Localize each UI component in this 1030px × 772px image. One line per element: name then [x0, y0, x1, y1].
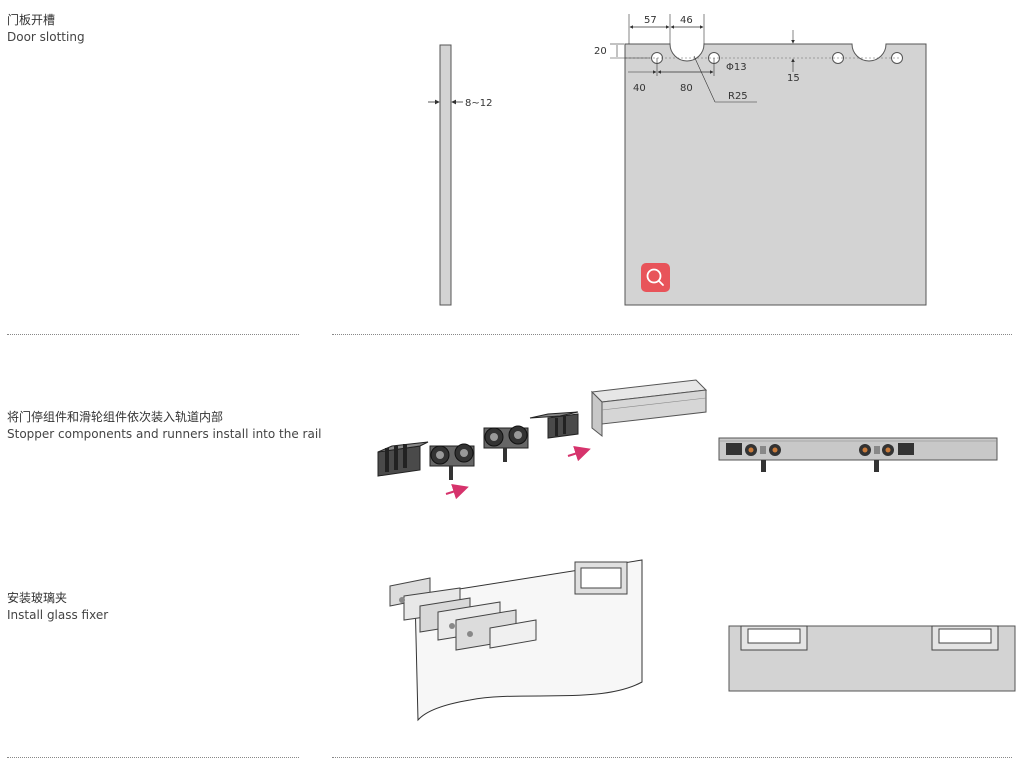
stopper-component — [529, 411, 579, 439]
dim-phi13: Φ13 — [726, 62, 747, 73]
section-title-cn: 将门停组件和滑轮组件依次装入轨道内部 — [7, 410, 224, 424]
rail-3d — [590, 379, 708, 438]
dim-46: 46 — [680, 15, 693, 26]
door-panel — [624, 43, 927, 306]
divider — [7, 757, 299, 758]
runner-component — [483, 425, 529, 462]
section-label-glass-fixer: 安装玻璃夹 Install glass fixer — [7, 590, 108, 624]
section-label-slotting: 门板开槽 Door slotting — [7, 12, 85, 46]
dim-r25: R25 — [728, 91, 748, 102]
rail-assembled — [718, 437, 998, 472]
magnifier-icon[interactable] — [641, 263, 670, 292]
glass-fixer-parts — [389, 577, 537, 651]
dim-20: 20 — [594, 46, 607, 57]
section-label-rail: 将门停组件和滑轮组件依次装入轨道内部 Stopper components an… — [7, 409, 322, 443]
divider — [332, 757, 1012, 758]
door-side-profile — [439, 44, 452, 306]
section-title-en: Door slotting — [7, 30, 85, 44]
section-title-cn: 安装玻璃夹 — [7, 591, 68, 605]
glass-fixer-assembled — [728, 625, 1016, 692]
dim-57: 57 — [644, 15, 657, 26]
stopper-component — [377, 441, 429, 477]
dim-80: 80 — [680, 83, 693, 94]
direction-arrow — [567, 445, 591, 462]
runner-component — [429, 443, 475, 480]
divider — [7, 334, 299, 335]
section-title-cn: 门板开槽 — [7, 13, 56, 27]
thickness-label: 8~12 — [465, 98, 492, 109]
divider — [332, 334, 1012, 335]
dim-15: 15 — [787, 73, 800, 84]
section-title-en: Stopper components and runners install i… — [7, 427, 322, 441]
section-title-en: Install glass fixer — [7, 608, 109, 622]
direction-arrow — [445, 483, 469, 500]
dim-40: 40 — [633, 83, 646, 94]
